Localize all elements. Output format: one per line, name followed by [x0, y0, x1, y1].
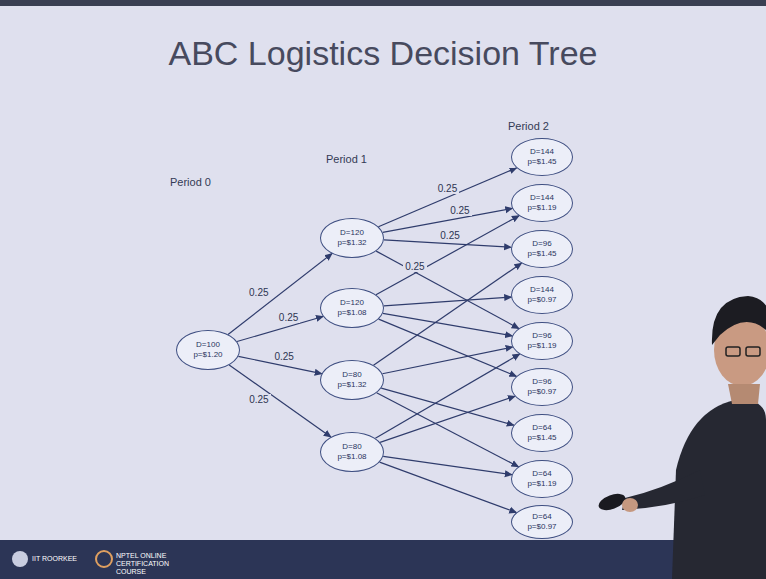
state-ellipse: D=64p=$0.97: [511, 505, 573, 539]
branch-arrow: [383, 456, 512, 474]
node-text: D=64: [532, 512, 551, 522]
branch-arrow: [376, 251, 519, 328]
branch-arrow: [375, 354, 519, 438]
node-text: p=$1.08: [337, 452, 366, 462]
probability-label: 0.25: [247, 287, 270, 298]
probability-label: 0.25: [438, 230, 461, 241]
state-ellipse: D=120p=$1.32: [320, 218, 384, 258]
footer-bar: [0, 540, 766, 579]
period-label: Period 2: [508, 120, 549, 132]
node-text: p=$1.32: [337, 238, 366, 248]
state-ellipse: D=96p=$1.45: [511, 230, 573, 268]
state-ellipse: D=100p=$1.20: [176, 330, 240, 370]
node-text: p=$1.20: [193, 350, 222, 360]
branch-arrow: [229, 365, 331, 437]
node-text: p=$1.19: [527, 479, 556, 489]
node-text: p=$0.97: [527, 387, 556, 397]
node-text: D=144: [530, 193, 554, 203]
branch-arrow: [228, 254, 332, 335]
node-text: p=$1.08: [337, 308, 366, 318]
state-ellipse: D=144p=$1.45: [511, 138, 573, 176]
node-text: p=$1.45: [527, 433, 556, 443]
node-text: D=120: [340, 228, 364, 238]
state-ellipse: D=144p=$0.97: [511, 276, 573, 314]
logo: [12, 551, 28, 567]
branch-arrow: [378, 168, 516, 227]
state-ellipse: D=64p=$1.19: [511, 460, 573, 498]
glasses: [746, 347, 760, 356]
node-text: D=96: [532, 331, 551, 341]
probability-label: 0.25: [436, 183, 459, 194]
node-text: p=$0.97: [527, 295, 556, 305]
state-ellipse: D=144p=$1.19: [511, 184, 573, 222]
node-text: D=144: [530, 147, 554, 157]
node-text: D=64: [532, 423, 551, 433]
period-label: Period 1: [326, 153, 367, 165]
node-text: D=64: [532, 469, 551, 479]
probability-label: 0.25: [448, 205, 471, 216]
node-text: p=$0.97: [527, 522, 556, 532]
logo: [96, 551, 112, 567]
presenter-hand: [622, 498, 638, 512]
node-text: p=$1.32: [337, 380, 366, 390]
branch-arrow: [377, 393, 519, 467]
node-text: p=$1.45: [527, 249, 556, 259]
node-text: D=96: [532, 239, 551, 249]
presenter-hair: [712, 296, 766, 345]
probability-label: 0.25: [272, 351, 295, 362]
period-label: Period 0: [170, 176, 211, 188]
state-ellipse: D=96p=$1.19: [511, 322, 573, 360]
node-text: p=$1.45: [527, 157, 556, 167]
node-text: D=80: [342, 370, 361, 380]
node-text: p=$1.19: [527, 341, 556, 351]
slide-title: ABC Logistics Decision Tree: [0, 34, 766, 73]
presenter-neck: [728, 384, 760, 404]
top-bar: [0, 0, 766, 6]
node-text: D=80: [342, 442, 361, 452]
node-text: D=144: [530, 285, 554, 295]
state-ellipse: D=80p=$1.32: [320, 360, 384, 400]
node-text: D=96: [532, 377, 551, 387]
probability-label: 0.25: [247, 394, 270, 405]
state-ellipse: D=64p=$1.45: [511, 414, 573, 452]
footer-text: IIT ROORKEE: [32, 555, 77, 562]
node-text: D=120: [340, 298, 364, 308]
footer-text: NPTEL ONLINE CERTIFICATION COURSE: [116, 552, 186, 576]
glasses: [726, 347, 740, 356]
probability-label: 0.25: [277, 312, 300, 323]
state-ellipse: D=80p=$1.08: [320, 432, 384, 472]
state-ellipse: D=120p=$1.08: [320, 288, 384, 328]
branch-arrow: [383, 313, 512, 335]
node-text: p=$1.19: [527, 203, 556, 213]
branch-arrow: [380, 396, 515, 442]
branch-arrow: [384, 297, 511, 306]
node-text: D=100: [196, 340, 220, 350]
branch-arrow: [380, 462, 517, 512]
branch-arrow: [376, 216, 519, 295]
probability-label: 0.25: [403, 261, 426, 272]
state-ellipse: D=96p=$0.97: [511, 368, 573, 406]
